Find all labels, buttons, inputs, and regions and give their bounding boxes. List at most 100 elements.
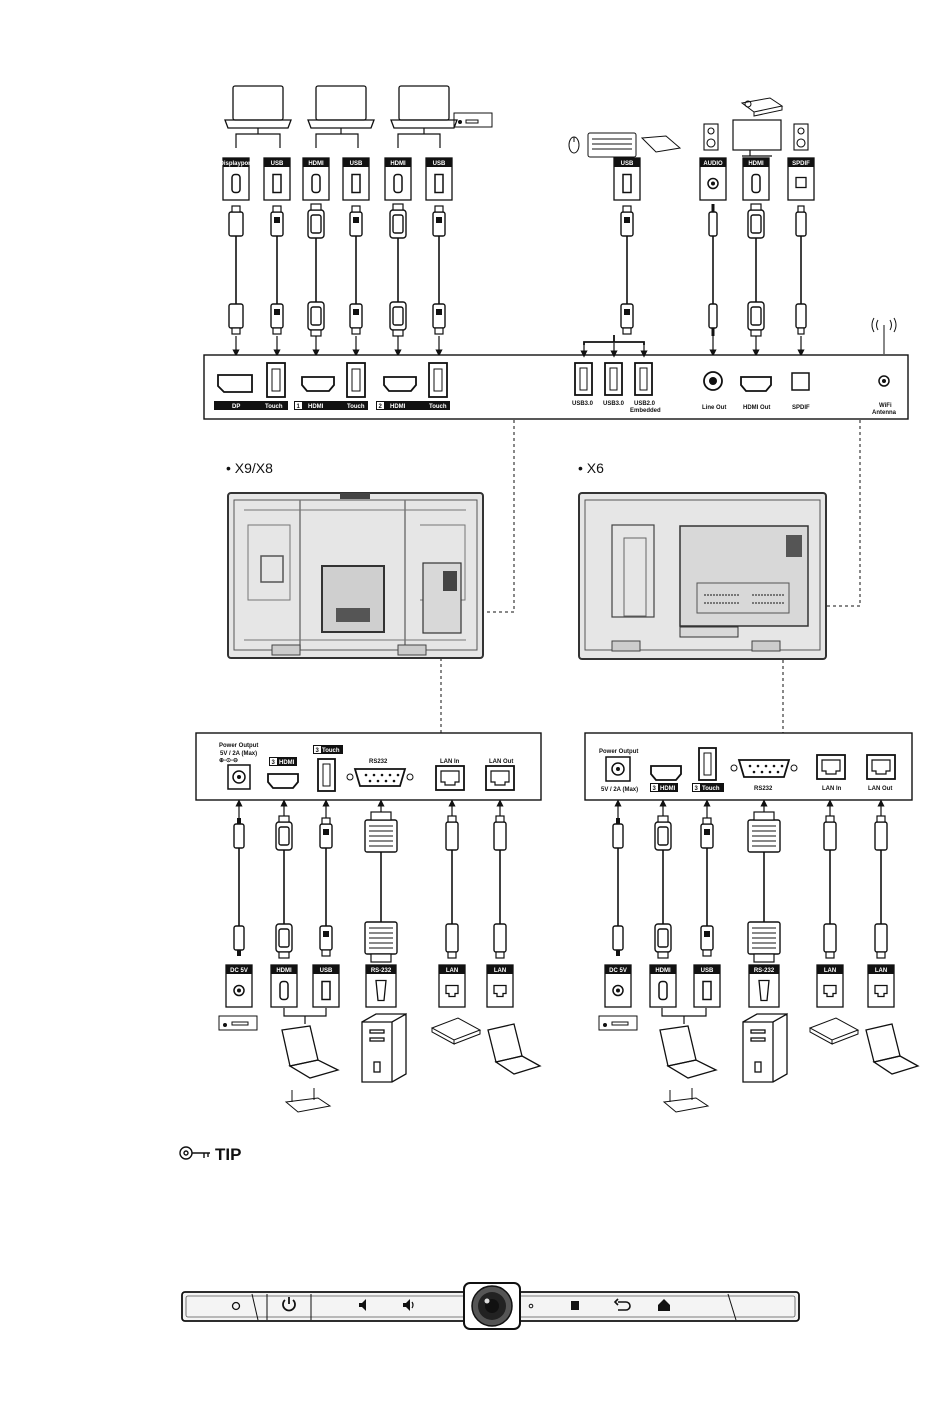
port-label-hdmi-2: HDMI (390, 404, 406, 410)
lan-in-label: LAN In (440, 759, 460, 765)
tip-row: TIP (179, 1145, 241, 1164)
cable-tag: HDMI (276, 968, 292, 974)
key-icon (179, 1146, 210, 1160)
sensor-dot-icon (528, 1303, 534, 1309)
lan-in-port-icon (816, 754, 846, 780)
cable-tag: LAN (875, 968, 887, 974)
cable-hdmi: HDMI (649, 799, 677, 1008)
spdif-port-icon (791, 372, 810, 391)
cable-usb: USB (312, 799, 340, 1008)
media-box-icon (453, 112, 493, 128)
cable-tag: LAN (494, 968, 506, 974)
cable-hdmi: HDMI (270, 799, 298, 1008)
back-icon[interactable] (613, 1298, 631, 1311)
wireless-router-icon (284, 1088, 332, 1113)
hdmi-label-x6: HDMI (660, 786, 676, 792)
wifi-label: WiFi (879, 403, 892, 409)
line-out-port-icon (703, 371, 723, 391)
camera-lens-icon (471, 1285, 513, 1327)
rs232-label: RS232 (369, 759, 388, 765)
cable-lan: LAN (438, 799, 466, 1008)
cable-audio: AUDIO (699, 157, 727, 357)
network-device-icon (430, 1017, 482, 1045)
volume-down-icon[interactable] (359, 1299, 366, 1311)
usb-touch-port-icon (346, 362, 366, 398)
monitor-back-x9-x8 (227, 492, 484, 659)
volume-up-icon[interactable] (403, 1299, 414, 1311)
cable-tag: LAN (446, 968, 458, 974)
laptop-icon (281, 1025, 340, 1079)
cable-hdmi: HDMI (384, 157, 412, 357)
cable-tag: USB (621, 161, 634, 167)
lan-out-label-x6: LAN Out (868, 786, 892, 792)
cable-tag: LAN (824, 968, 836, 974)
lan-out-port-icon (485, 765, 515, 791)
network-device-icon (808, 1017, 860, 1045)
usb-port-icon (574, 362, 593, 396)
port-number-1: 1 (297, 404, 301, 410)
monitor-back-x6 (578, 492, 827, 660)
cable-tag: DC 5V (230, 968, 248, 974)
media-box-icon (218, 1015, 258, 1031)
speaker-icon (793, 123, 809, 151)
usb-drive-icon (640, 135, 682, 153)
wifi-antenna-icon (871, 317, 897, 354)
tip-label: TIP (215, 1145, 241, 1164)
usb-touch-port-icon (698, 747, 717, 781)
cable-tag: USB (350, 161, 363, 167)
cable-dp: Displayport (219, 157, 253, 357)
io-panel-right: Power Output 5V / 2A (Max) 3 HDMI 3 Touc… (584, 732, 913, 801)
mouse-icon (568, 136, 580, 154)
rs232-port-icon (346, 768, 414, 787)
laptop-icon (659, 1025, 718, 1079)
cable-tag: DC 5V (609, 968, 627, 974)
hdmi-out-port-icon (740, 376, 772, 392)
antenna-label: Antenna (872, 410, 897, 416)
cable-dc: DC 5V (604, 799, 632, 1008)
lan-out-label: LAN Out (489, 759, 513, 765)
cable-usb: USB (693, 799, 721, 1008)
port-number-3b: 3 (316, 748, 320, 754)
cable-usb: USB (263, 157, 291, 357)
light-sensor-icon (231, 1301, 241, 1311)
cable-tag: HDMI (655, 968, 671, 974)
port-label-touch: Touch (265, 404, 283, 410)
laptop-icon (390, 85, 458, 129)
port-label-touch-2: Touch (429, 404, 447, 410)
top-io-panel: DP Touch 1 HDMI Touch 2 HDMI Touch (203, 354, 909, 420)
cable-tag: SPDIF (792, 161, 810, 167)
port-number-3b-x6: 3 (695, 786, 699, 792)
projector-icon (740, 97, 784, 117)
monitor-icon (732, 119, 782, 157)
front-button-bar (181, 1282, 800, 1330)
cable-rs232: RS-232 (747, 799, 781, 1008)
cable-spdif: SPDIF (787, 157, 815, 357)
dc-power-port-icon (227, 764, 251, 790)
cable-tag: HDMI (308, 161, 324, 167)
usb-label-2: USB3.0 (603, 401, 625, 407)
stop-icon[interactable] (571, 1301, 579, 1310)
cable-tag: HDMI (748, 161, 764, 167)
model-label-x6: • X6 (578, 460, 604, 476)
desktop-pc-icon (742, 1012, 788, 1083)
port-label-touch-1: Touch (347, 404, 365, 410)
usb-label-1: USB3.0 (572, 401, 594, 407)
power-output-title-x6: Power Output (599, 749, 638, 755)
power-output-title: Power Output (219, 743, 258, 749)
hdmi-out-label: HDMI Out (743, 405, 770, 411)
home-icon[interactable] (658, 1299, 670, 1311)
usb-label-3: USB2.0 (634, 401, 656, 407)
desktop-pc-icon (361, 1012, 407, 1083)
cable-lan: LAN (816, 799, 844, 1008)
usb-port-icon (604, 362, 623, 396)
port-label-dp: DP (232, 404, 240, 410)
cable-tag: USB (701, 968, 714, 974)
power-icon[interactable] (282, 1297, 296, 1312)
cable-usb: USB (613, 157, 641, 335)
dc-polarity-icon: ⊕-⊙-⊖ (219, 758, 238, 764)
touch-label-x6: Touch (702, 786, 720, 792)
cable-tag: RS-232 (371, 968, 392, 974)
